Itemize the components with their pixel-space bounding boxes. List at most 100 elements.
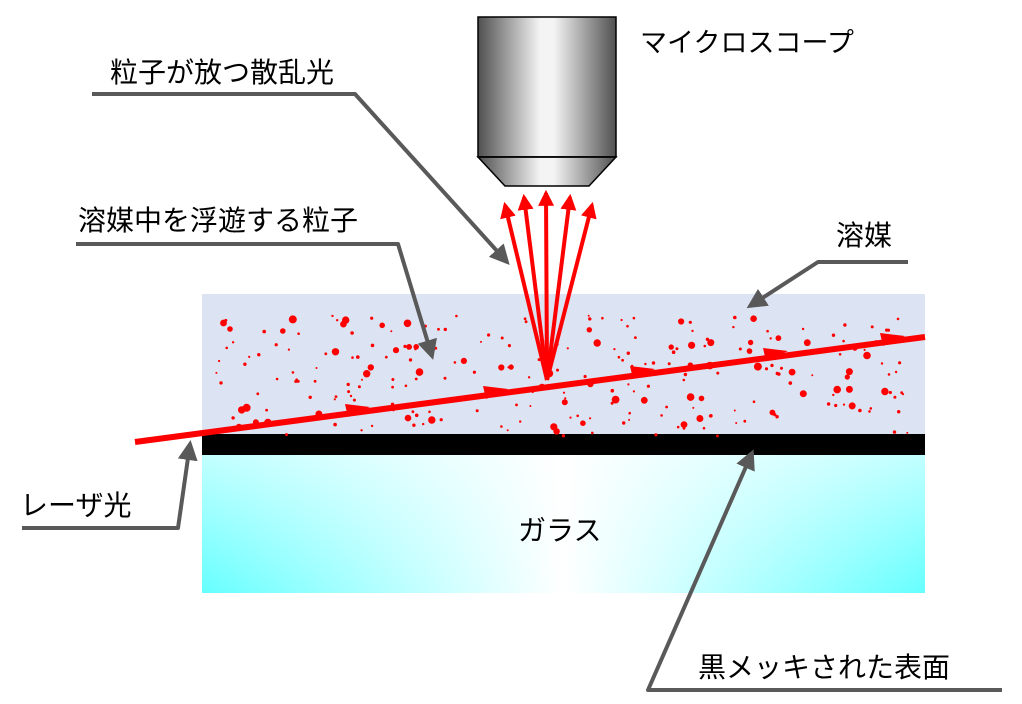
particle	[569, 416, 572, 419]
particle	[843, 323, 847, 327]
particle	[308, 395, 312, 399]
particle	[556, 368, 559, 372]
particle	[682, 378, 686, 382]
particle	[703, 344, 707, 348]
particle	[262, 329, 267, 334]
particle	[646, 384, 651, 388]
particle	[601, 316, 604, 320]
particle	[500, 425, 503, 428]
particle	[561, 399, 568, 406]
particle	[566, 347, 569, 350]
particle	[225, 346, 228, 350]
particle	[770, 363, 774, 368]
particle	[508, 364, 514, 370]
particle	[406, 344, 412, 350]
particle	[224, 318, 228, 322]
particle	[519, 420, 522, 423]
particle	[291, 371, 295, 374]
particle	[892, 430, 897, 434]
particle	[897, 410, 901, 414]
particle	[688, 341, 696, 349]
particle	[333, 422, 337, 427]
particle	[363, 370, 371, 378]
particle	[475, 409, 479, 413]
particle	[404, 414, 412, 422]
particle	[523, 317, 527, 321]
particle	[422, 422, 425, 426]
particle	[315, 367, 318, 369]
particle	[626, 324, 629, 328]
particle	[691, 329, 694, 333]
particle	[880, 362, 884, 365]
particle	[379, 322, 386, 329]
particle	[686, 393, 695, 401]
particle	[515, 403, 518, 407]
particle	[287, 348, 290, 351]
particle	[434, 346, 438, 350]
particle	[453, 361, 457, 364]
particle	[231, 341, 235, 344]
particle	[863, 351, 871, 360]
particle	[611, 395, 620, 404]
particle	[780, 366, 783, 370]
particle	[591, 431, 594, 435]
particle	[863, 348, 866, 351]
particle	[610, 388, 615, 393]
particle	[390, 330, 393, 333]
particle	[437, 327, 440, 331]
particle	[738, 347, 742, 351]
particle	[870, 325, 874, 329]
particle	[842, 403, 846, 406]
particle	[632, 390, 636, 393]
particle	[894, 370, 898, 374]
particle	[764, 367, 769, 371]
particle	[799, 390, 807, 398]
particle	[593, 339, 601, 347]
particle	[747, 339, 754, 346]
particle	[868, 410, 871, 413]
particle	[660, 414, 663, 417]
particle	[885, 328, 889, 332]
leader-black-surface	[646, 449, 1002, 692]
leader-lines	[22, 92, 1002, 692]
particle	[412, 423, 416, 427]
particle	[831, 333, 836, 337]
particle	[640, 396, 648, 404]
particle	[248, 355, 251, 358]
particle	[803, 339, 811, 347]
particle	[858, 408, 862, 413]
particle	[788, 368, 796, 376]
leader-floating-particles	[76, 242, 437, 360]
laser-arrowhead	[880, 333, 905, 346]
particle	[834, 403, 838, 408]
particle	[678, 318, 685, 325]
particle	[439, 418, 443, 422]
particle	[667, 362, 671, 366]
particle	[415, 368, 424, 376]
particle	[716, 371, 720, 375]
particle	[537, 358, 541, 362]
particle	[275, 377, 279, 381]
particle	[826, 402, 831, 406]
particle	[881, 387, 889, 396]
label-glass: ガラス	[518, 514, 601, 547]
particle	[668, 344, 674, 350]
particle	[351, 356, 354, 359]
laser-arrowhead	[763, 348, 788, 361]
particle	[561, 434, 566, 438]
particle	[334, 395, 338, 398]
particle	[626, 351, 630, 355]
particle	[845, 368, 853, 376]
particle	[628, 411, 631, 415]
particle	[680, 421, 688, 428]
particle	[838, 353, 842, 356]
particle	[896, 317, 900, 321]
particle	[580, 420, 586, 427]
particle	[391, 385, 394, 389]
particle	[906, 431, 909, 434]
particle	[331, 348, 340, 356]
particle	[274, 343, 278, 347]
particle	[564, 397, 567, 400]
particle	[769, 337, 772, 340]
